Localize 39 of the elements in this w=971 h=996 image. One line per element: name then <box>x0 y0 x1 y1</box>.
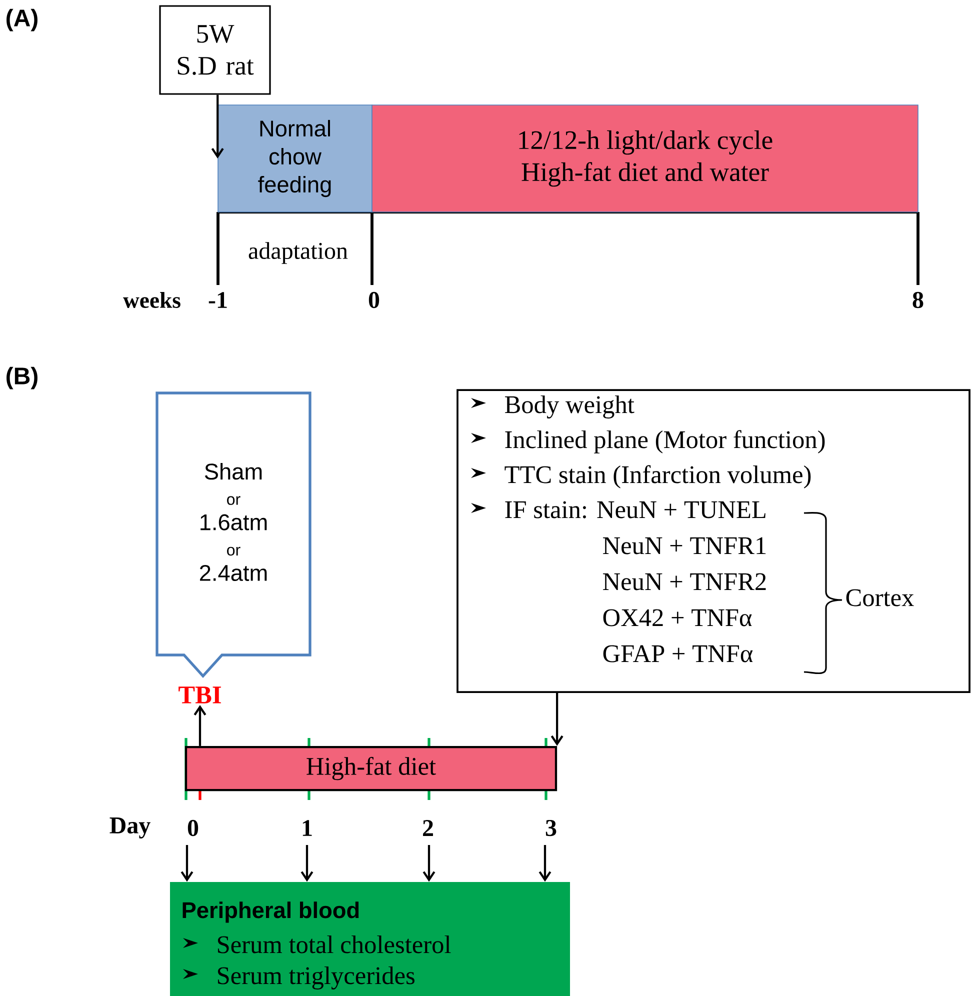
list-item: NeuN + TNFR1 <box>603 537 766 554</box>
brace-label: Cortex <box>846 589 914 606</box>
diet-bar: High-fat diet <box>184 746 558 792</box>
arrow <box>180 845 194 882</box>
axis-tick-label: 8 <box>912 292 924 308</box>
arrow <box>538 845 552 882</box>
arrow <box>211 94 224 158</box>
axis-tick-label: 2 <box>423 820 433 836</box>
list-item: Body weight <box>505 395 634 418</box>
list-item: IF stain: NeuN + TUNEL <box>505 501 766 518</box>
axis-tick-label: 1 <box>302 820 312 836</box>
event-label: TBI <box>178 686 221 704</box>
axis-title: weeks <box>123 292 180 308</box>
result-box <box>170 882 570 996</box>
list-item: Serum total cholesterol <box>218 935 451 954</box>
list-item: Serum triglycerides <box>218 966 414 990</box>
list-item: TTC stain (Infarction volume) <box>504 465 811 488</box>
phase-box: 12/12-h light/dark cycle High-fat diet and water <box>372 104 918 212</box>
list-item: NeuN + TNFR2 <box>603 573 766 590</box>
phase-box: Normal chow feeding <box>218 104 372 212</box>
list-item: Inclined plane (Motor function) <box>505 430 825 454</box>
panel-label: (B) <box>6 366 38 390</box>
axis-tick-label: -1 <box>208 292 227 308</box>
arrow <box>194 704 206 746</box>
list-item: GFAP + TNFα <box>603 645 753 662</box>
axis-tick-label: 0 <box>368 292 380 308</box>
arrow <box>300 845 314 882</box>
list-item: OX42 + TNFα <box>603 609 752 626</box>
panel-label: (A) <box>6 8 38 32</box>
arrow <box>422 845 436 882</box>
axis-tick-label: 0 <box>188 820 198 836</box>
callout-box: Sham or 1.6atm or 2.4atm <box>156 392 312 678</box>
phase-label: adaptation <box>248 242 348 264</box>
measurement-box <box>456 389 970 693</box>
box-heading: Peripheral blood <box>182 902 359 923</box>
text-box: 5W S.D rat <box>159 5 271 95</box>
arrow <box>550 692 564 746</box>
axis-tick-label: 3 <box>546 820 556 836</box>
axis-title: Day <box>110 818 150 838</box>
